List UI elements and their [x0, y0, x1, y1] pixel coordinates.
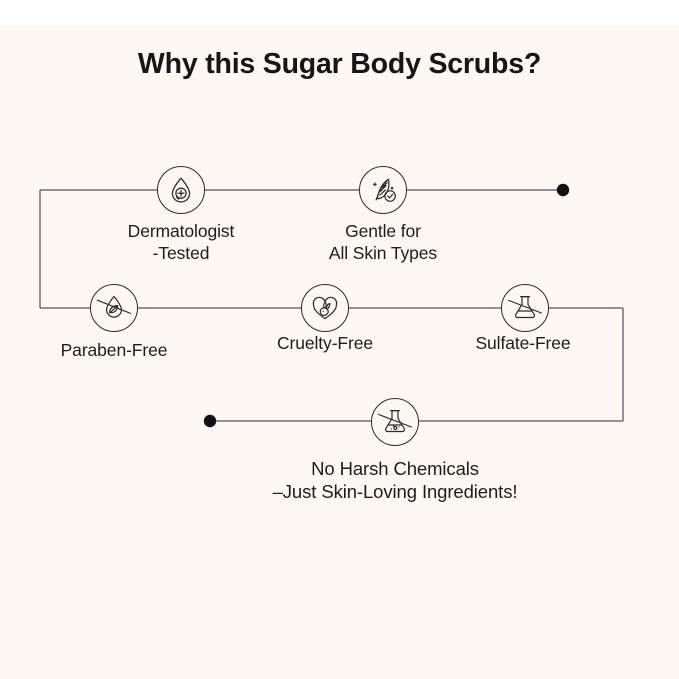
- feature-icon-paraben-free: [90, 284, 138, 332]
- page-title: Why this Sugar Body Scrubs?: [137, 48, 542, 80]
- droplet-leaf-no-icon: [96, 295, 132, 318]
- feature-label-no-harsh-chemicals: No Harsh Chemicals –Just Skin-Loving Ing…: [272, 458, 518, 502]
- feature-icon-dermatologist-tested: [157, 166, 205, 214]
- flask-no-icon: [378, 410, 412, 433]
- top-white-band: [0, 0, 679, 26]
- flask-no-icon: [508, 296, 542, 319]
- heart-bunny-icon: [312, 296, 338, 320]
- feather-check-icon: [373, 178, 396, 202]
- feature-label-paraben-free: Paraben-Free: [60, 340, 168, 360]
- feature-label-sulfate-free: Sulfate-Free: [475, 333, 571, 353]
- feature-icon-no-harsh-chemicals: [371, 398, 419, 446]
- feature-label-gentle-for-all-skin-types: Gentle for All Skin Types: [328, 221, 438, 263]
- end-dot-left: [203, 414, 217, 428]
- feature-label-cruelty-free: Cruelty-Free: [276, 333, 374, 353]
- feature-icon-sulfate-free: [501, 284, 549, 332]
- droplet-plus-icon: [171, 177, 191, 203]
- feature-icon-cruelty-free: [301, 284, 349, 332]
- end-dot-right: [556, 183, 570, 197]
- feature-label-dermatologist-tested: Dermatologist -Tested: [127, 221, 235, 263]
- feature-icon-gentle-for-all-skin-types: [359, 166, 407, 214]
